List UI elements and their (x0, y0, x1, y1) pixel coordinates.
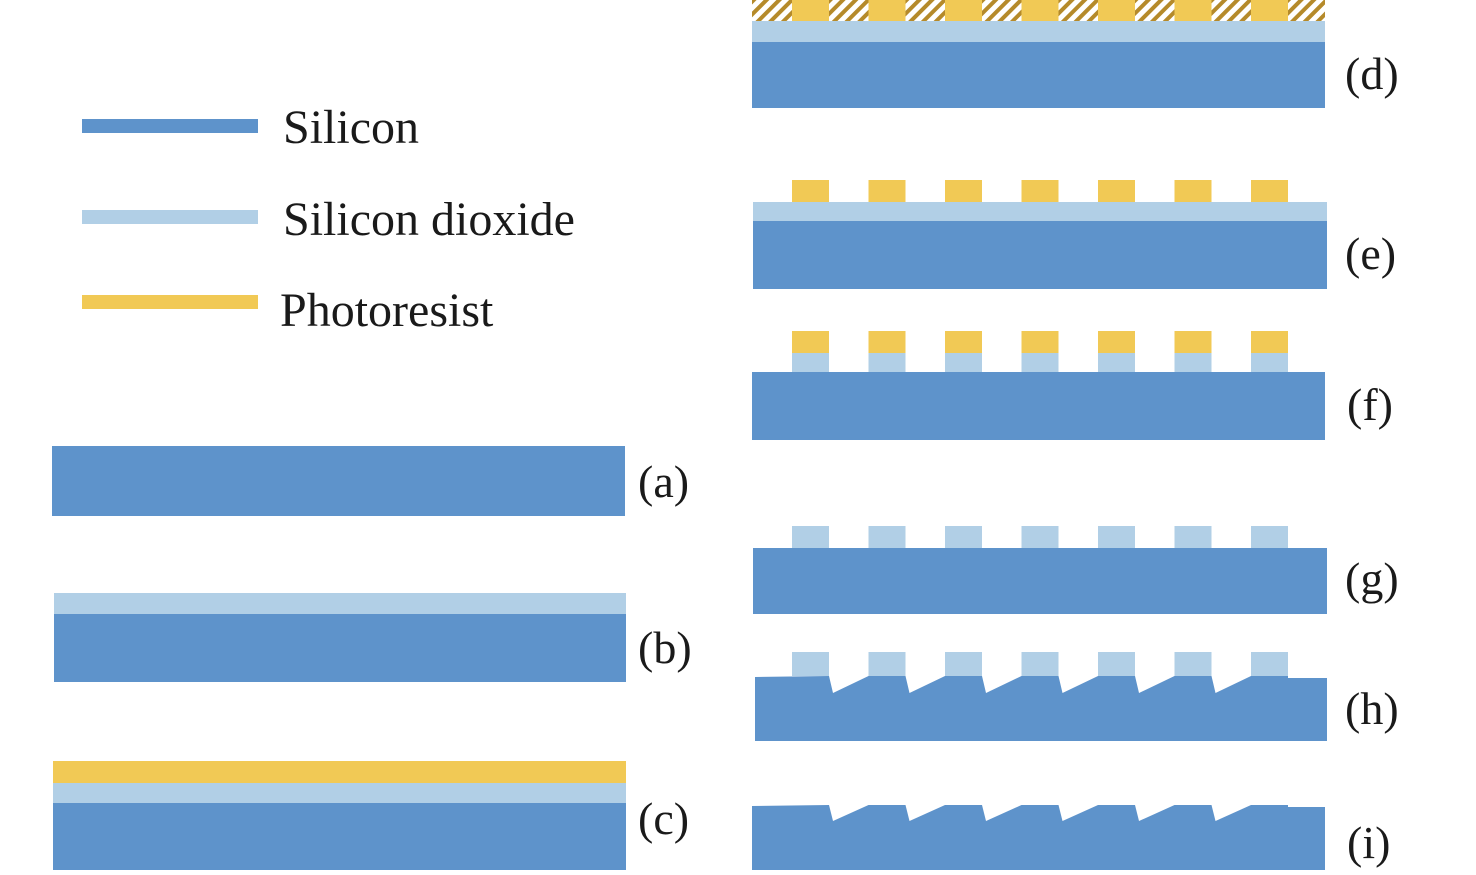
label-i: (i) (1347, 817, 1390, 868)
photoresist-block-e (1098, 180, 1135, 202)
label-d: (d) (1345, 48, 1399, 99)
photoresist-block-d (868, 0, 906, 21)
photoresist-block-e (1251, 180, 1288, 202)
legend-label-oxide: Silicon dioxide (283, 193, 575, 246)
photoresist-layer-c (53, 761, 626, 784)
silicon-layer-d (752, 42, 1325, 108)
photoresist-block-d (792, 0, 829, 21)
photoresist-block-d (1098, 0, 1135, 21)
etched-silicon-h (755, 676, 1327, 741)
photoresist-block-f (868, 331, 906, 353)
oxide-block-g (1251, 526, 1288, 548)
photoresist-block-f (792, 331, 829, 353)
oxide-mask-h (868, 652, 906, 676)
oxide-block-g (945, 526, 982, 548)
oxide-block-f (792, 353, 829, 373)
photoresist-block-d (1251, 0, 1288, 21)
oxide-block-g (1098, 526, 1135, 548)
silicon-layer-g (753, 548, 1327, 614)
oxide-block-g (792, 526, 829, 548)
photoresist-block-e (945, 180, 982, 202)
photoresist-block-d (1174, 0, 1212, 21)
oxide-mask-h (1174, 652, 1212, 676)
oxide-block-f (1098, 353, 1135, 373)
oxide-mask-h (945, 652, 982, 676)
photoresist-block-f (1174, 331, 1212, 353)
label-a: (a) (638, 456, 689, 507)
oxide-mask-h (1021, 652, 1059, 676)
silicon-layer-f (752, 372, 1325, 440)
label-c: (c) (638, 793, 689, 844)
legend-swatch-photoresist (82, 295, 258, 309)
oxide-mask-h (1098, 652, 1135, 676)
photoresist-block-f (1021, 331, 1059, 353)
photoresist-block-e (1174, 180, 1212, 202)
oxide-block-f (1174, 353, 1212, 373)
oxide-block-f (1021, 353, 1059, 373)
oxide-layer-e (753, 202, 1327, 222)
oxide-mask-h (792, 652, 829, 676)
legend-swatch-oxide (82, 210, 258, 224)
oxide-block-g (1021, 526, 1059, 548)
oxide-block-f (945, 353, 982, 373)
oxide-block-g (868, 526, 906, 548)
oxide-layer-b (54, 593, 626, 615)
oxide-block-g (1174, 526, 1212, 548)
silicon-layer-a (52, 446, 625, 516)
panel-labels: (a) (b) (c) (d) (e) (f) (g) (h) (i) (638, 48, 1399, 868)
label-f: (f) (1347, 379, 1393, 430)
photoresist-block-d (945, 0, 982, 21)
photoresist-block-e (1021, 180, 1059, 202)
label-b: (b) (638, 622, 692, 673)
photoresist-block-d (1021, 0, 1059, 21)
photoresist-block-f (1251, 331, 1288, 353)
photoresist-block-f (945, 331, 982, 353)
silicon-layer-e (753, 221, 1327, 289)
photoresist-block-f (1098, 331, 1135, 353)
oxide-block-f (868, 353, 906, 373)
label-g: (g) (1345, 553, 1399, 604)
silicon-layer-c (53, 803, 626, 870)
oxide-block-f (1251, 353, 1288, 373)
process-steps (52, 0, 1327, 870)
legend-label-silicon: Silicon (283, 101, 419, 154)
oxide-layer-c (53, 783, 626, 804)
oxide-layer-d (752, 21, 1325, 42)
legend-label-photoresist: Photoresist (280, 284, 494, 337)
silicon-layer-b (54, 614, 626, 682)
legend: Silicon Silicon dioxide Photoresist (82, 101, 575, 337)
blazed-grating-i (752, 805, 1325, 870)
label-e: (e) (1345, 228, 1396, 279)
label-h: (h) (1345, 683, 1399, 734)
oxide-mask-h (1251, 652, 1288, 676)
legend-swatch-silicon (82, 119, 258, 133)
photoresist-block-e (792, 180, 829, 202)
photoresist-block-e (868, 180, 906, 202)
